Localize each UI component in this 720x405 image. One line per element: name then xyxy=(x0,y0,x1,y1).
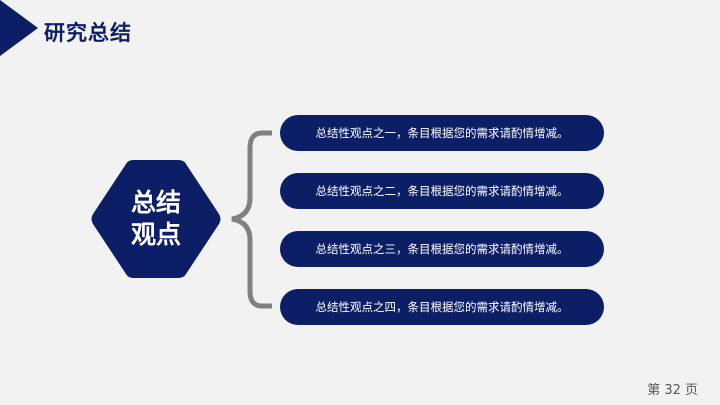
point-item-3: 总结性观点之三，条目根据您的需求请酌情增减。 xyxy=(280,231,604,267)
point-item-1: 总结性观点之一，条目根据您的需求请酌情增减。 xyxy=(280,115,604,151)
page-number: 第 32 页 xyxy=(647,383,698,398)
hexagon-shape xyxy=(91,160,221,278)
summary-label-line2: 观点 xyxy=(130,220,181,249)
point-text: 总结性观点之二，条目根据您的需求请酌情增减。 xyxy=(315,184,569,198)
point-item-2: 总结性观点之二，条目根据您的需求请酌情增减。 xyxy=(280,173,604,209)
summary-label: 总结 观点 xyxy=(90,160,222,278)
page-title: 研究总结 xyxy=(44,21,132,45)
point-text: 总结性观点之四，条目根据您的需求请酌情增减。 xyxy=(315,300,569,314)
point-item-4: 总结性观点之四，条目根据您的需求请酌情增减。 xyxy=(280,289,604,325)
summary-label-line1: 总结 xyxy=(130,188,181,217)
corner-triangle-icon xyxy=(0,0,38,56)
point-text: 总结性观点之三，条目根据您的需求请酌情增减。 xyxy=(315,242,569,256)
point-text: 总结性观点之一，条目根据您的需求请酌情增减。 xyxy=(315,126,569,140)
curly-brace-icon xyxy=(231,130,272,309)
